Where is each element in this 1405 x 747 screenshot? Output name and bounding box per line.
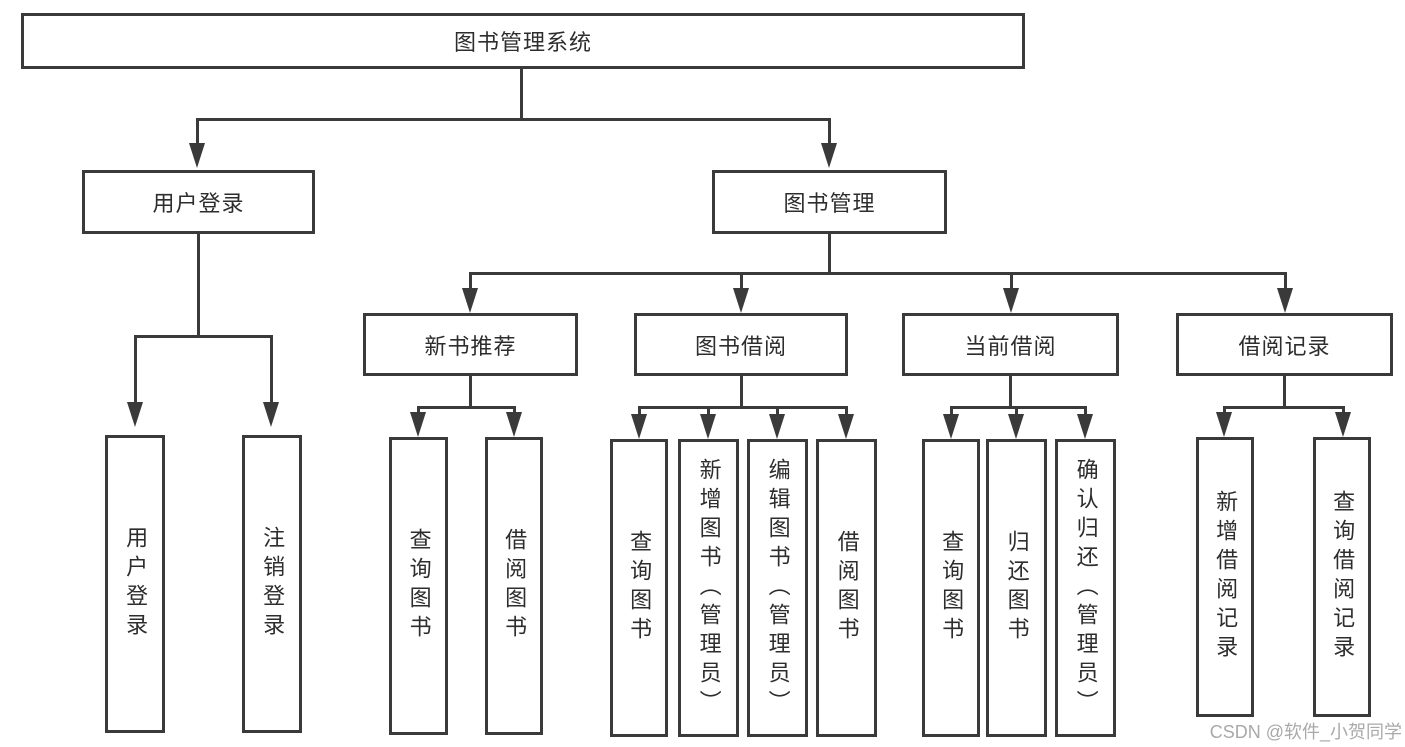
arrow-down-br-query <box>1335 412 1351 437</box>
leaf-user-login-label: 用户登录 <box>123 526 149 642</box>
leaf-user-login: 用户登录 <box>105 435 165 733</box>
arrow-down-book-management <box>821 143 837 168</box>
leaf-cb-query-books: 查询图书 <box>922 439 980 737</box>
leaf-br-add-record: 新增借阅记录 <box>1196 437 1254 717</box>
arrow-down-leaf-user-login <box>127 402 143 427</box>
connector-borrow-records-rail <box>1223 406 1345 409</box>
leaf-bb-query-books: 查询图书 <box>610 439 668 737</box>
arrow-down-current-borrow <box>1003 288 1019 313</box>
arrow-down-bb-query <box>631 414 647 439</box>
connector-current-borrow-stem <box>1009 376 1012 406</box>
leaf-nb-query-books: 查询图书 <box>389 437 448 735</box>
arrow-down-cb-confirm <box>1077 414 1093 439</box>
node-library-management-system: 图书管理系统 <box>21 13 1025 69</box>
connector-new-book-rail <box>417 406 516 409</box>
connector-book-borrow-rail <box>638 406 848 409</box>
arrow-down-nb-borrow <box>506 412 522 437</box>
node-current-borrow: 当前借阅 <box>902 313 1119 376</box>
arrow-down-br-add <box>1216 412 1232 437</box>
leaf-bb-borrow-books: 借阅图书 <box>816 439 877 737</box>
leaf-bb-query-books-label: 查询图书 <box>627 530 653 646</box>
connector-borrow-records-drop <box>1284 272 1287 290</box>
arrow-down-book-borrow <box>733 288 749 313</box>
connector-new-book-drop <box>469 272 472 290</box>
arrow-down-cb-query <box>943 414 959 439</box>
connector-user-login-drop <box>196 118 199 145</box>
arrow-down-bb-edit <box>769 414 785 439</box>
leaf-bb-edit-books-admin: 编辑图书（管理员） <box>747 439 808 737</box>
connector-book-borrow-stem <box>740 376 743 406</box>
node-borrow-records: 借阅记录 <box>1176 313 1393 376</box>
node-book-management: 图书管理 <box>712 170 947 234</box>
arrow-down-new-book <box>462 288 478 313</box>
connector-level1-rail <box>196 118 831 121</box>
leaf-logout-label: 注销登录 <box>260 526 286 642</box>
connector-level2-rail <box>469 272 1286 275</box>
leaf-cb-query-books-label: 查询图书 <box>939 530 965 646</box>
connector-bb-edit-drop <box>776 406 779 416</box>
arrow-down-cb-return <box>1008 414 1024 439</box>
leaf-cb-return-books: 归还图书 <box>986 439 1047 737</box>
leaf-nb-borrow-books: 借阅图书 <box>485 437 543 735</box>
connector-bb-query-drop <box>638 406 641 416</box>
connector-book-management-drop <box>828 118 831 145</box>
arrow-down-leaf-logout <box>263 402 279 427</box>
arrow-down-bb-borrow <box>838 414 854 439</box>
connector-book-borrow-drop <box>740 272 743 290</box>
connector-nb-query-drop <box>417 406 420 414</box>
connector-borrow-records-stem <box>1283 376 1286 406</box>
leaf-bb-edit-books-admin-label: 编辑图书（管理员） <box>765 457 791 719</box>
leaf-br-query-record: 查询借阅记录 <box>1313 437 1371 717</box>
leaf-br-add-record-label: 新增借阅记录 <box>1213 490 1239 664</box>
csdn-watermark: CSDN @软件_小贺同学 <box>1209 722 1402 742</box>
leaf-bb-add-books-admin-label: 新增图书（管理员） <box>696 457 722 719</box>
connector-new-book-stem <box>469 376 472 406</box>
node-user-login: 用户登录 <box>82 170 315 234</box>
leaf-br-query-record-label: 查询借阅记录 <box>1330 490 1356 664</box>
leaf-bb-add-books-admin: 新增图书（管理员） <box>678 439 739 737</box>
arrow-down-bb-add <box>700 414 716 439</box>
connector-cb-confirm-drop <box>1084 406 1087 416</box>
arrow-down-nb-query <box>410 412 426 437</box>
connector-current-borrow-rail <box>950 406 1087 409</box>
connector-book-management-stem <box>828 233 831 272</box>
connector-current-borrow-drop <box>1010 272 1013 290</box>
connector-bb-borrow-drop <box>845 406 848 416</box>
connector-nb-borrow-drop <box>513 406 516 414</box>
leaf-nb-borrow-books-label: 借阅图书 <box>502 528 528 644</box>
connector-user-login-rail <box>134 335 273 338</box>
node-book-borrow: 图书借阅 <box>634 313 848 376</box>
leaf-nb-query-books-label: 查询图书 <box>406 528 432 644</box>
connector-root-stem <box>520 68 523 118</box>
connector-leaf-user-login-drop <box>134 335 137 403</box>
connector-cb-query-drop <box>950 406 953 416</box>
leaf-cb-confirm-return-admin: 确认归还（管理员） <box>1055 439 1116 737</box>
leaf-cb-return-books-label: 归还图书 <box>1004 530 1030 646</box>
leaf-bb-borrow-books-label: 借阅图书 <box>834 530 860 646</box>
connector-bb-add-drop <box>707 406 710 416</box>
node-new-book-recommend: 新书推荐 <box>363 313 578 376</box>
connector-user-login-stem <box>197 233 200 335</box>
connector-br-add-drop <box>1223 406 1226 414</box>
arrow-down-user-login <box>189 143 205 168</box>
leaf-cb-confirm-return-admin-label: 确认归还（管理员） <box>1073 457 1099 719</box>
connector-cb-return-drop <box>1015 406 1018 416</box>
connector-leaf-logout-drop <box>270 335 273 403</box>
connector-br-query-drop <box>1342 406 1345 414</box>
arrow-down-borrow-records <box>1277 288 1293 313</box>
leaf-logout: 注销登录 <box>242 435 302 733</box>
